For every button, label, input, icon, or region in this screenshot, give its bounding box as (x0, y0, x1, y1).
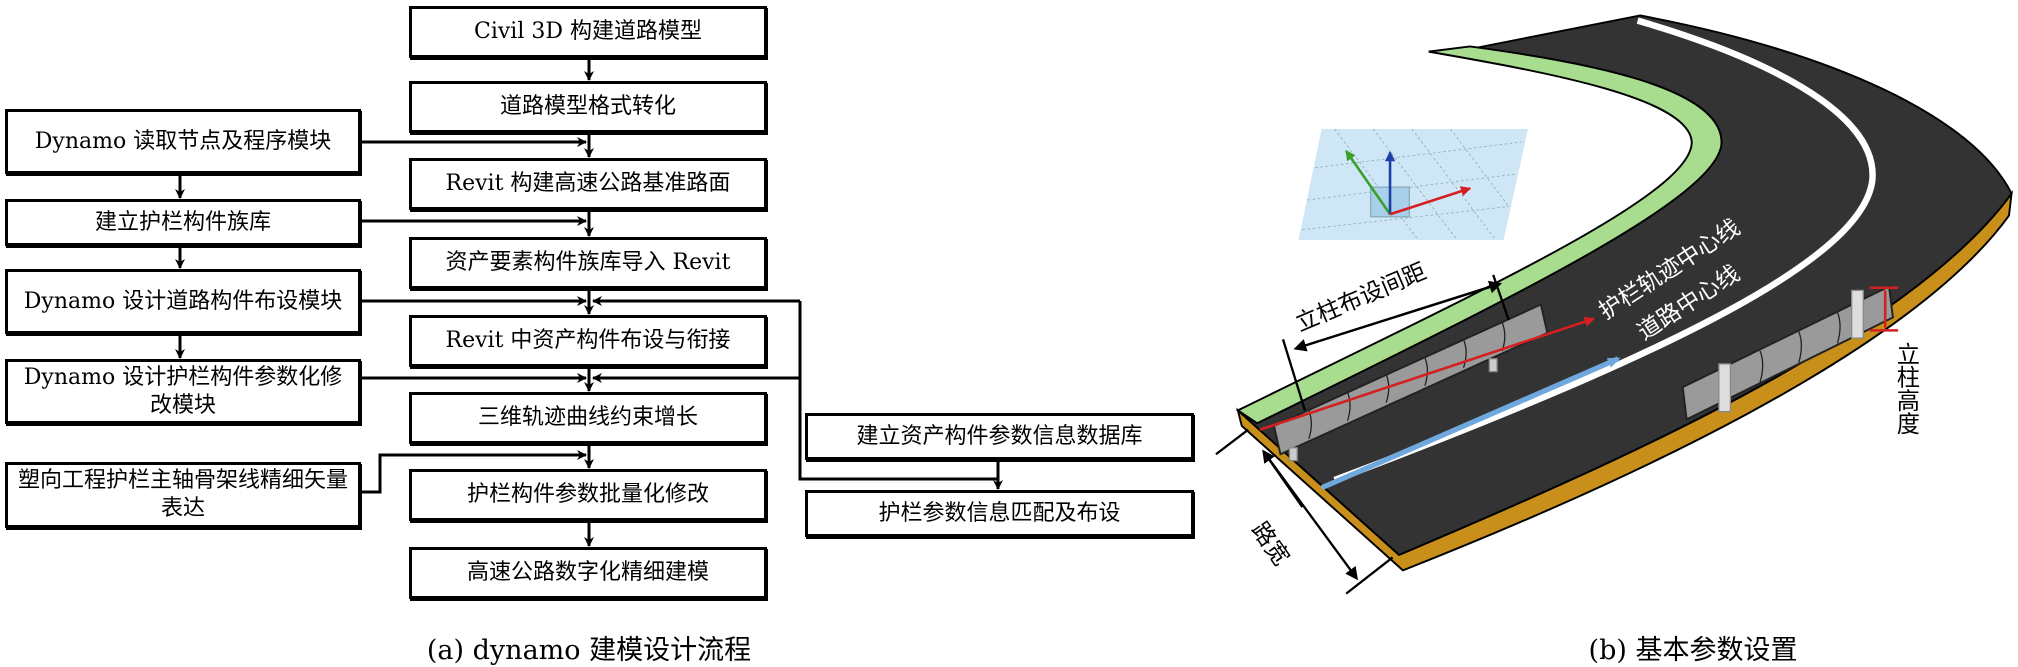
guardrail-right (1681, 285, 1894, 421)
road-axis-arrow (1320, 356, 1621, 491)
road-figure-caption: (b) 基本参数设置 (1588, 635, 1798, 666)
right-step-1: 建立资产构件参数信息数据库 (805, 413, 1194, 460)
side-step-2: 建立护栏构件族库 (5, 199, 361, 246)
flowchart-caption: (a) dynamo 建模设计流程 (426, 635, 752, 666)
main-step-2: 道路模型格式转化 (409, 81, 767, 133)
main-step-3: Revit 构建高速公路基准路面 (409, 158, 767, 210)
road-width-dimension (1215, 428, 1394, 595)
arrow-side-5 (361, 450, 587, 494)
main-step-8: 高速公路数字化精细建模 (409, 547, 767, 599)
main-step-7: 护栏构件参数批量化修改 (409, 469, 767, 521)
main-step-4: 资产要素构件族库导入 Revit (409, 237, 767, 289)
side-step-3: Dynamo 设计道路构件布设模块 (5, 269, 361, 334)
guardrail-axis-arrow (1259, 316, 1595, 431)
main-step-6: 三维轨迹曲线约束增长 (409, 392, 767, 444)
main-step-5: Revit 中资产构件布设与衔接 (409, 315, 767, 367)
road-verge (1235, 45, 1723, 425)
post-height-label: 立柱高度 (1892, 342, 1920, 435)
road-centerline-marking (1333, 17, 1876, 484)
road-width-label: 路宽 (1246, 517, 1295, 571)
right-step-2: 护栏参数信息匹配及布设 (805, 490, 1194, 537)
main-step-1: Civil 3D 构建道路模型 (409, 6, 767, 58)
side-step-4: Dynamo 设计护栏构件参数化修改模块 (5, 359, 361, 424)
post-spacing-dimension (1281, 274, 1510, 411)
side-step-1: Dynamo 读取节点及程序模块 (5, 109, 361, 174)
coordinate-axis-inset (1298, 128, 1529, 241)
side-step-5: 塑向工程护栏主轴骨架线精细矢量表达 (5, 462, 361, 528)
bus-line (798, 301, 998, 481)
post-height-dimension (1869, 286, 1899, 332)
